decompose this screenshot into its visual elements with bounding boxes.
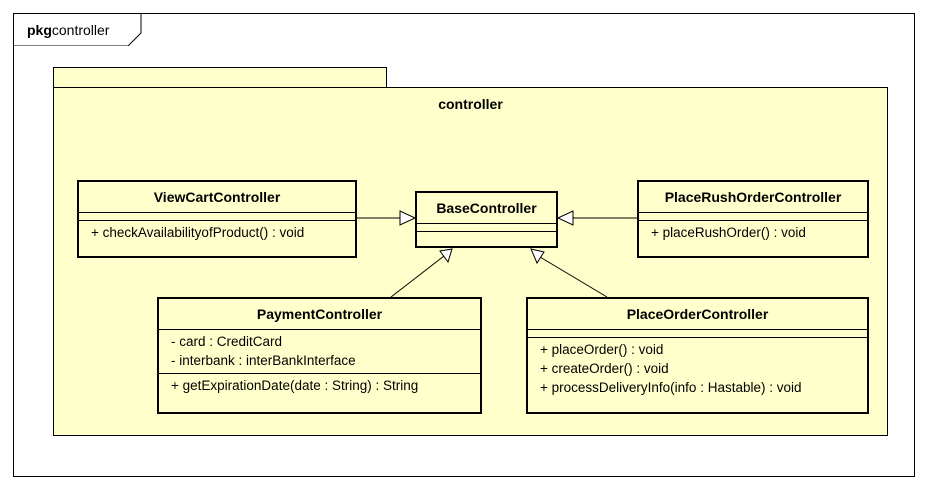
frame-tab — [13, 13, 142, 46]
package-name: controller — [438, 96, 503, 112]
operations-compartment: + placeRushOrder() : void — [639, 221, 867, 245]
class-name: PlaceOrderController — [528, 299, 867, 330]
class-name: PaymentController — [159, 299, 480, 330]
generalization-view-cart-to-base — [357, 210, 417, 226]
package-tab — [53, 67, 387, 88]
operation: + placeRushOrder() : void — [651, 225, 806, 240]
attribute: - card : CreditCard — [171, 334, 283, 349]
class-view-cart-controller[interactable]: ViewCartController + checkAvailabilityof… — [77, 180, 357, 258]
frame-name: controller — [51, 22, 110, 38]
class-name: BaseController — [417, 193, 556, 224]
operation: + processDeliveryInfo(info : Hastable) :… — [540, 380, 802, 395]
operations-compartment: + placeOrder() : void + createOrder() : … — [528, 338, 867, 400]
class-base-controller[interactable]: BaseController — [415, 191, 558, 248]
generalization-place-rush-to-base — [556, 210, 637, 226]
operation: + placeOrder() : void — [540, 342, 664, 357]
operations-compartment: + checkAvailabilityofProduct() : void — [79, 221, 355, 245]
generalization-payment-to-base — [390, 248, 453, 298]
attributes-compartment — [639, 213, 867, 221]
operation: + checkAvailabilityofProduct() : void — [91, 225, 305, 240]
frame-label: pkgcontroller — [27, 22, 109, 38]
class-place-rush-order-controller[interactable]: PlaceRushOrderController + placeRushOrde… — [637, 180, 869, 258]
attributes-compartment — [528, 330, 867, 338]
class-name: ViewCartController — [79, 182, 355, 213]
class-payment-controller[interactable]: PaymentController - card : CreditCard - … — [157, 297, 482, 414]
class-name: PlaceRushOrderController — [639, 182, 867, 213]
attribute: - interbank : interBankInterface — [171, 353, 356, 368]
generalization-place-order-to-base — [530, 248, 608, 298]
frame-keyword: pkg — [27, 22, 52, 38]
class-place-order-controller[interactable]: PlaceOrderController + placeOrder() : vo… — [526, 297, 869, 414]
attributes-compartment — [417, 224, 556, 232]
attributes-compartment — [79, 213, 355, 221]
operation: + createOrder() : void — [540, 361, 669, 376]
attributes-compartment: - card : CreditCard - interbank : interB… — [159, 330, 480, 374]
operation: + getExpirationDate(date : String) : Str… — [171, 378, 419, 393]
operations-compartment: + getExpirationDate(date : String) : Str… — [159, 374, 480, 398]
